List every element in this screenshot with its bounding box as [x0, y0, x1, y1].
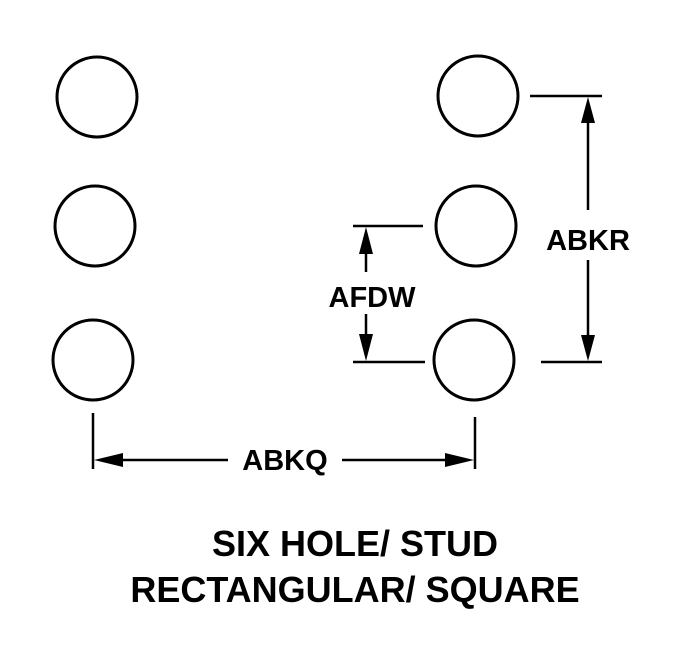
- abkr-arrow-up-icon: [581, 97, 595, 123]
- caption-line-1: SIX HOLE/ STUD: [212, 523, 498, 564]
- abkr-label: ABKR: [546, 225, 630, 257]
- caption-line-2: RECTANGULAR/ SQUARE: [130, 569, 579, 610]
- hole-left-bottom: [51, 318, 135, 402]
- afdw-label: AFDW: [329, 282, 417, 314]
- afdw-arrow-down-icon: [359, 334, 373, 361]
- dimension-abkr: ABKR: [530, 94, 630, 364]
- dimension-afdw: AFDW: [329, 224, 425, 364]
- abkq-arrow-right-icon: [445, 453, 474, 467]
- hole-left-top: [55, 55, 139, 139]
- hole-left-middle: [53, 184, 137, 268]
- abkr-arrow-down-icon: [581, 335, 595, 361]
- dimension-abkq: ABKQ: [91, 413, 477, 477]
- hole-right-middle: [434, 184, 518, 268]
- afdw-arrow-up-icon: [359, 227, 373, 254]
- abkq-arrow-left-icon: [94, 453, 123, 467]
- hole-right-bottom: [432, 318, 516, 402]
- abkq-label: ABKQ: [242, 445, 327, 477]
- hole-right-top: [436, 54, 520, 138]
